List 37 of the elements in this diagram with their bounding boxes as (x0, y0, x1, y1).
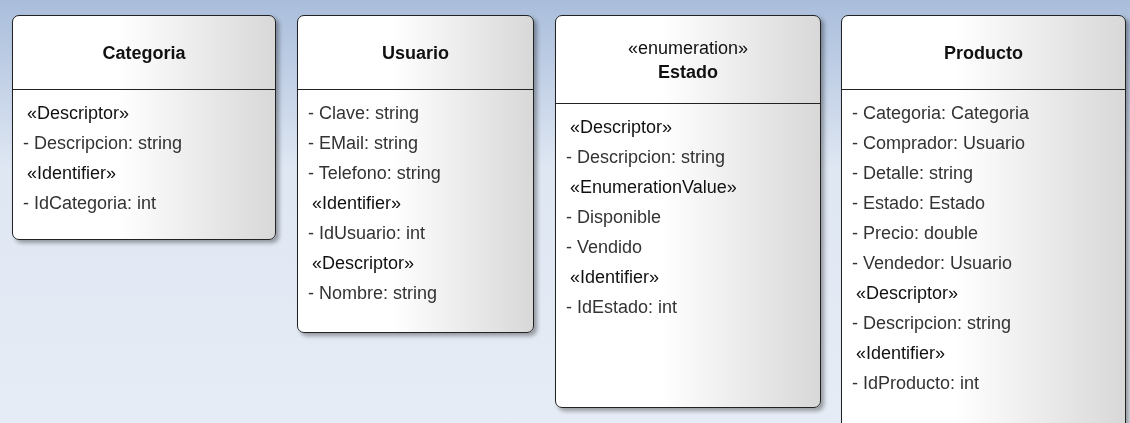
attribute-text: - Comprador: Usuario (851, 132, 1027, 155)
attribute-text: - Descripcion: string (22, 132, 184, 155)
class-box (555, 15, 821, 408)
attribute-text: - IdEstado: int (565, 296, 679, 319)
class-name: Usuario (382, 41, 449, 65)
attribute-text: - Precio: double (851, 222, 980, 245)
class-box (12, 15, 276, 240)
stereotype-label: «EnumerationValue» (569, 176, 738, 199)
attribute-text: - EMail: string (307, 132, 420, 155)
attribute-text: - Vendido (565, 236, 644, 259)
attribute-text: - Disponible (565, 206, 663, 229)
attribute-text: - Telefono: string (307, 162, 442, 185)
class-name: Categoria (102, 41, 186, 65)
attribute-text: - IdProducto: int (851, 372, 981, 395)
stereotype-label: «Identifier» (311, 192, 403, 215)
class-name: Estado (658, 60, 718, 84)
attribute-text: - IdCategoria: int (22, 192, 158, 215)
attribute-text: - Descripcion: string (565, 146, 727, 169)
class-box (841, 15, 1126, 423)
attribute-text: - Descripcion: string (851, 312, 1013, 335)
attribute-text: - Vendedor: Usuario (851, 252, 1014, 275)
stereotype-label: «Identifier» (855, 342, 947, 365)
stereotype-label: «Descriptor» (311, 252, 416, 275)
attribute-text: - Categoria: Categoria (851, 102, 1031, 125)
stereotype-label: «Identifier» (569, 266, 661, 289)
attribute-text: - Estado: Estado (851, 192, 987, 215)
attribute-text: - Clave: string (307, 102, 421, 125)
stereotype-label: «enumeration» (627, 36, 749, 60)
attribute-text: - Detalle: string (851, 162, 975, 185)
class-name: Producto (944, 41, 1023, 65)
stereotype-label: «Descriptor» (26, 102, 131, 125)
attribute-text: - Nombre: string (307, 282, 439, 305)
stereotype-label: «Descriptor» (855, 282, 960, 305)
stereotype-label: «Descriptor» (569, 116, 674, 139)
class-box (297, 15, 534, 333)
attribute-text: - IdUsuario: int (307, 222, 427, 245)
stereotype-label: «Identifier» (26, 162, 118, 185)
